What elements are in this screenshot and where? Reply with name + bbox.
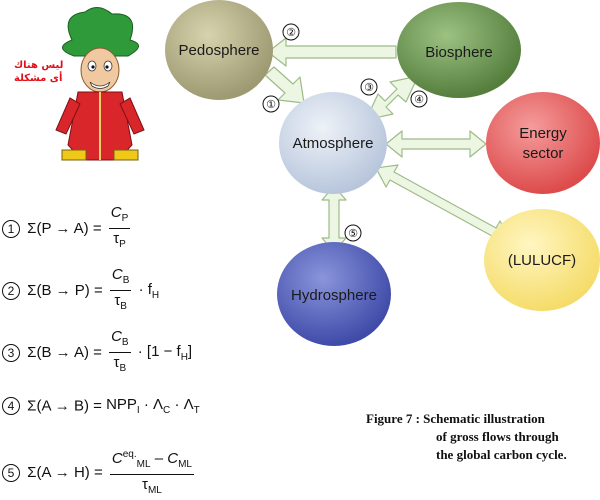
equation-2-factor: · fH: [138, 280, 160, 301]
equation-3-fraction: CB τB: [109, 328, 131, 374]
arrow-pedosphere-to-atmosphere: [264, 66, 305, 104]
flow-marker-1: [262, 95, 280, 113]
arrow-atmosphere-energy: [385, 130, 487, 158]
flow-marker-5: [344, 224, 362, 242]
node-energy-sector: Energy sector: [486, 92, 600, 194]
node-hydrosphere: Hydrosphere: [277, 242, 391, 346]
equation-1: 1 Σ(P → A) = CP τP: [2, 204, 133, 253]
equation-2: 2 Σ(B → P) = CB τB · fH: [2, 266, 159, 315]
cartoon-character: [55, 7, 145, 161]
node-biosphere-label: Biosphere: [425, 44, 493, 61]
equation-5-marker: 5: [2, 463, 20, 482]
equation-3-lhs: Σ(B → A) =: [27, 344, 102, 361]
equation-4-rhs: NPPI · ΛC · ΛT: [106, 396, 200, 416]
arrow-atmosphere-lulucf: [375, 164, 511, 244]
equation-2-fraction: CB τB: [109, 266, 132, 312]
cartoon-text-line1: ليس هناك: [14, 60, 63, 71]
cartoon-text-line2: أى مشكلة: [14, 71, 62, 84]
flow-marker-3: [360, 78, 378, 96]
equation-5-fraction: Ceq.ML – CML τML: [109, 446, 194, 499]
node-biosphere: Biosphere: [397, 2, 521, 98]
flow-marker-5-text: ⑤: [348, 227, 358, 240]
equation-5: 5 Σ(A → H) = Ceq.ML – CML τML: [2, 446, 197, 499]
flow-marker-3-text: ③: [364, 81, 374, 94]
caption-line3: the global carbon cycle.: [436, 447, 567, 462]
flow-marker-4: [410, 90, 428, 108]
node-energy-label-line1: Energy: [519, 125, 567, 142]
node-hydrosphere-label: Hydrosphere: [291, 287, 377, 304]
equation-4-lhs: Σ(A → B) =: [27, 397, 102, 415]
equation-3-marker: 3: [2, 343, 20, 362]
equation-1-fraction: CP τP: [108, 204, 131, 250]
equation-4-marker: 4: [2, 397, 20, 415]
node-lulucf: (LULUCF): [484, 209, 600, 311]
node-pedosphere: Pedosphere: [165, 0, 273, 100]
flow-marker-4-text: ④: [414, 93, 424, 106]
equation-2-lhs: Σ(B → P) =: [27, 282, 103, 299]
equation-1-lhs: Σ(P → A) =: [27, 220, 102, 237]
node-atmosphere-label: Atmosphere: [293, 135, 374, 152]
node-energy-label-line2: sector: [523, 145, 564, 162]
flow-marker-1-text: ①: [266, 98, 276, 111]
flow-marker-2-text: ②: [286, 26, 296, 39]
caption-line1: Figure 7 : Schematic illustration: [366, 411, 545, 426]
equation-3-factor: · [1 − fH]: [137, 342, 193, 363]
node-lulucf-label: (LULUCF): [508, 252, 576, 269]
arrow-biosphere-to-pedosphere: [267, 37, 397, 67]
caption-line2: of gross flows through: [436, 429, 559, 444]
equation-4: 4 Σ(A → B) = NPPI · ΛC · ΛT: [2, 396, 200, 416]
equation-3: 3 Σ(B → A) = CB τB · [1 − fH]: [2, 328, 192, 377]
node-pedosphere-label: Pedosphere: [179, 42, 260, 59]
flow-marker-2: [282, 23, 300, 41]
equation-1-marker: 1: [2, 219, 20, 238]
figure-caption: Figure 7 : Schematic illustration of gro…: [366, 410, 567, 464]
equation-5-lhs: Σ(A → H) =: [27, 464, 103, 481]
node-atmosphere: Atmosphere: [279, 92, 387, 194]
equation-2-marker: 2: [2, 281, 20, 300]
